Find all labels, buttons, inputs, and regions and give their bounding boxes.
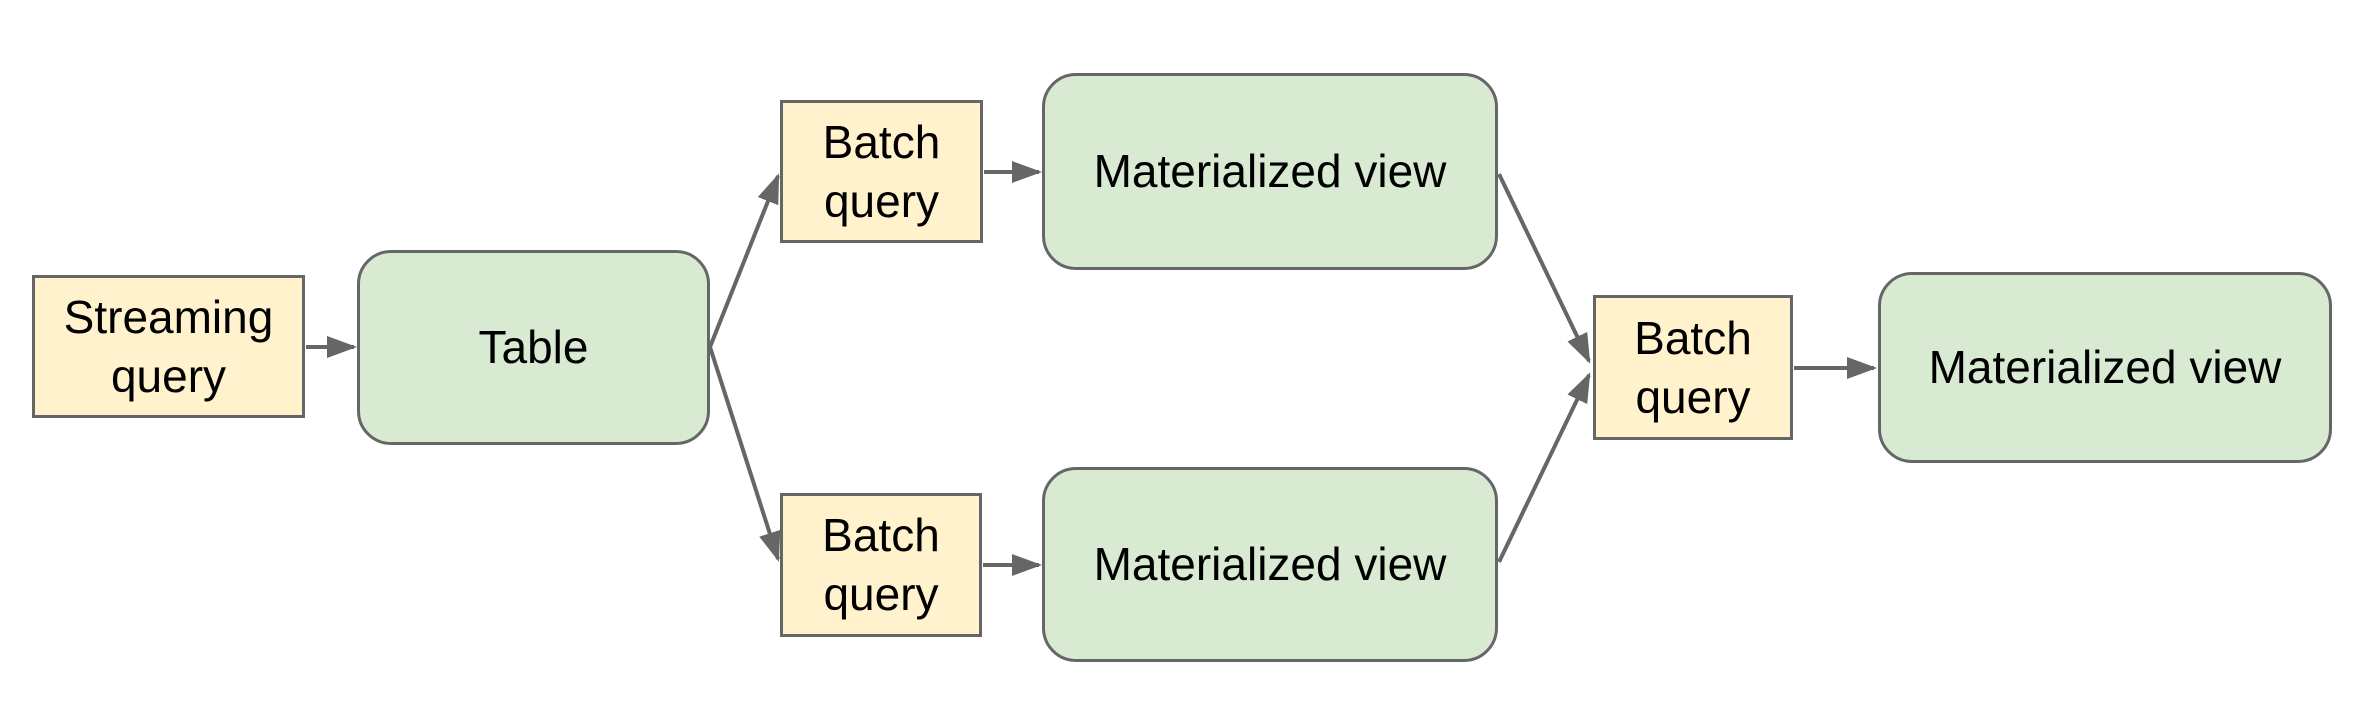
- node-label: Materialized view: [1093, 538, 1447, 591]
- node-batch-query-merge: Batch query: [1593, 295, 1793, 440]
- node-batch-query-bottom: Batch query: [780, 493, 982, 637]
- node-label: Batch query: [822, 509, 940, 620]
- node-label: Batch query: [1634, 311, 1752, 423]
- node-label: Table: [478, 321, 589, 374]
- node-label: Streaming query: [63, 290, 274, 402]
- node-materialized-view-top: Materialized view: [1042, 73, 1498, 270]
- node-label: Materialized view: [1928, 341, 2282, 394]
- edge-materialized-view-bottom-to-batch-query-merge: [1497, 372, 1591, 563]
- node-label: Batch query: [822, 115, 941, 227]
- node-streaming-query: Streaming query: [32, 275, 305, 418]
- node-materialized-view-final: Materialized view: [1878, 272, 2332, 463]
- edge-table-to-batch-query-top: [708, 173, 780, 348]
- node-materialized-view-bottom: Materialized view: [1042, 467, 1498, 662]
- node-batch-query-top: Batch query: [780, 100, 983, 243]
- edge-table-to-batch-query-bottom: [708, 346, 781, 562]
- node-table: Table: [357, 250, 710, 445]
- edge-materialized-view-top-to-batch-query-merge: [1497, 173, 1591, 364]
- node-label: Materialized view: [1093, 145, 1447, 198]
